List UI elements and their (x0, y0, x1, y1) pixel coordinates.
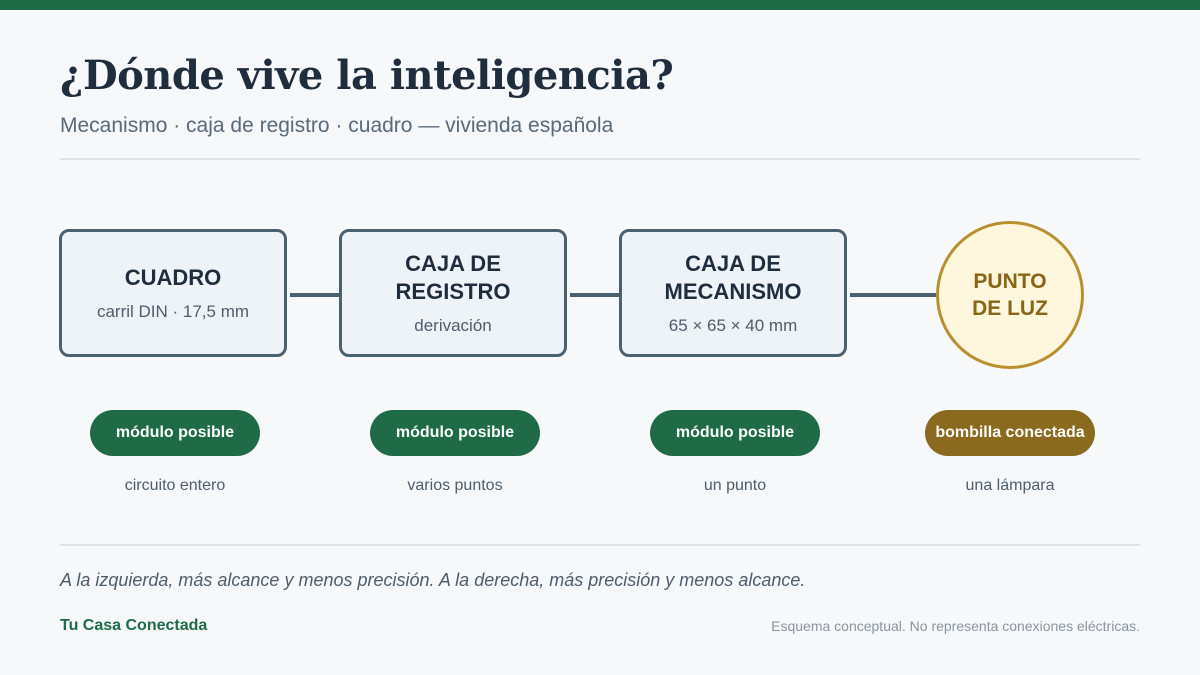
scope-label: varios puntos (407, 477, 503, 494)
badge-bombilla-conectada: bombilla conectada (925, 410, 1095, 456)
node-title: CAJA DE MECANISMO (664, 251, 802, 304)
scope-label: una lámpara (965, 477, 1055, 494)
scope-label: circuito entero (124, 477, 226, 494)
badge-modulo-posible: módulo posible (90, 410, 260, 456)
badge-modulo-posible: módulo posible (370, 410, 540, 456)
node-subtitle: derivación (414, 316, 492, 335)
scope-label: un punto (703, 477, 767, 494)
top-accent-bar (0, 0, 1200, 10)
node-title: CUADRO (124, 265, 222, 290)
node-caja-registro: CAJA DE REGISTRO derivación (339, 229, 567, 357)
badge-modulo-posible: módulo posible (650, 410, 820, 456)
node-subtitle: carril DIN · 17,5 mm (96, 302, 250, 321)
node-subtitle: 65 × 65 × 40 mm (668, 316, 798, 335)
node-title: CAJA DE REGISTRO (395, 251, 511, 304)
node-cuadro: CUADRO carril DIN · 17,5 mm (59, 229, 287, 357)
connector-mecanismo-punto (850, 293, 938, 297)
disclaimer: Esquema conceptual. No representa conexi… (771, 618, 1140, 634)
connector-cuadro-registro (290, 293, 340, 297)
header-divider (60, 158, 1140, 160)
footer-divider (60, 544, 1140, 546)
node-punto-de-luz: PUNTO DE LUZ (936, 221, 1084, 369)
page-title: ¿Dónde vive la inteligencia? (60, 52, 674, 99)
connector-registro-mecanismo (570, 293, 620, 297)
node-title: PUNTO DE LUZ (972, 270, 1048, 320)
node-caja-mecanismo: CAJA DE MECANISMO 65 × 65 × 40 mm (619, 229, 847, 357)
brand-name: Tu Casa Conectada (60, 617, 208, 634)
footer-note: A la izquierda, más alcance y menos prec… (60, 570, 806, 590)
page-subtitle: Mecanismo · caja de registro · cuadro — … (60, 114, 614, 137)
